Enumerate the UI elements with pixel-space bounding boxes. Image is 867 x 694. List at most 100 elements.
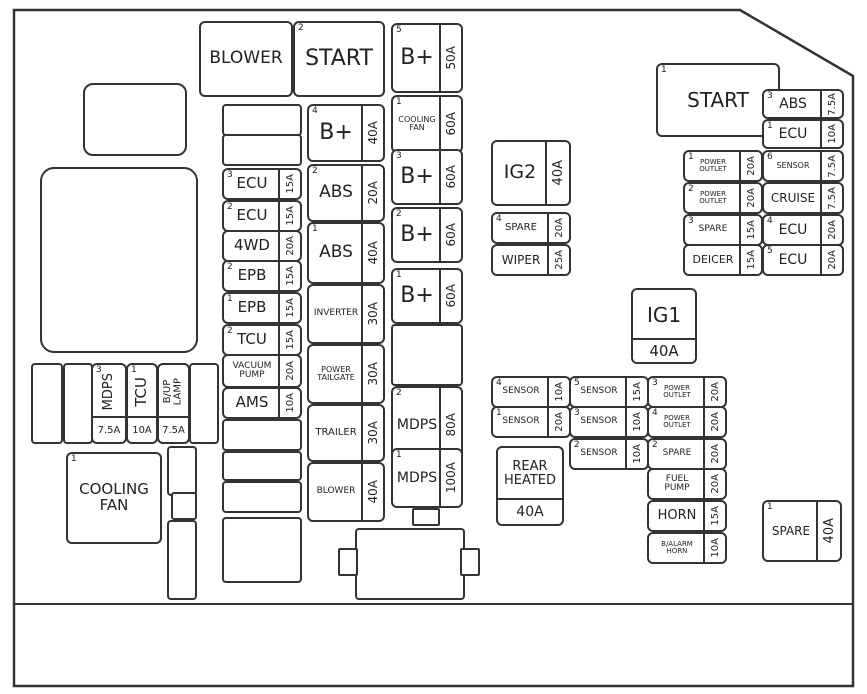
fuse-rating-text: 40A [821,518,837,544]
fuse-label-text: ECU [778,221,808,238]
fuse-rating: 80A [439,388,461,462]
empty-slot [167,520,197,600]
fuse-rating-text: 10A [132,424,152,436]
fuse-rating-text: 7.5A [97,424,121,436]
fuse-label-text: MDPS [101,372,117,411]
fuse-label: SENSOR [571,440,627,468]
fuse-label: ECU [764,121,822,147]
fuse-rating: 7.5A [820,91,842,117]
fuse-rating: 60A [439,97,461,151]
fuse-label-text: POWER TAILGATE [317,364,355,382]
slot-number: 1 [396,450,402,460]
fuse-rating: 7.5A [820,152,842,180]
fuse-label-text: VACUUM PUMP [232,360,272,380]
fuse-label-text: POWER OUTLET [663,383,691,399]
empty-slot [222,419,302,451]
slot-number: 4 [496,378,502,388]
empty-slot [355,528,465,600]
fuse-label-text: START [687,87,749,112]
fuse-rating: 7.5A [93,416,125,442]
fuse-rating: 15A [625,378,647,406]
fuse-rating-text: 10A [631,412,643,432]
fuse-label: AMS [224,389,280,417]
fuse-rating-text: 20A [284,361,296,381]
fuse-rating-text: 7.5A [162,424,185,436]
fuse-rating: 30A [361,346,383,402]
slot-number: 1 [767,502,773,512]
fuse-label-text: SPARE [771,523,811,538]
fuse-label-text: SENSOR [502,416,540,427]
fuse-label-text: WIPER [501,252,541,267]
fuse-label: B+ [393,270,441,322]
fuse-label: COOLING FAN [68,454,160,542]
fuse-rating: 15A [278,170,300,198]
fuse-label: SENSOR [571,408,627,436]
fuse-label: SENSOR [493,408,549,436]
fuse-rating-text: 20A [826,220,838,240]
empty-slot [391,324,463,386]
fuse-rating: 20A [703,440,725,468]
fuse-label: ABS [764,91,822,117]
fuse-label-text: SENSOR [580,448,618,459]
fuse-label-text: HORN [657,508,697,524]
fuse-rating-text: 7.5A [826,92,838,116]
slot-number: 4 [496,214,502,224]
fuse-rating: 60A [439,270,461,322]
empty-slot [412,508,440,526]
fuse-label: MDPS [393,388,441,462]
fuse-rating: 25A [547,246,569,274]
fuse-rating-text: 20A [709,474,721,494]
fuse-label-text: START [305,46,373,72]
fuse-label-text: SPARE [662,448,692,459]
slot-number: 3 [652,378,658,388]
slot-number: 1 [767,121,773,131]
fuse-label-text: POWER OUTLET [699,189,727,205]
fuse-label-text: SENSOR [502,386,540,397]
fuse-label-text: DEICER [692,253,734,267]
slot-number: 1 [396,97,402,107]
slot-number: 2 [298,23,304,33]
fuse-label-text: POWER OUTLET [663,413,691,429]
slot-number: 1 [496,408,502,418]
fuse-label-text: ECU [778,251,808,268]
fuse-label-text: SENSOR [776,160,810,170]
fuse-label: SPARE [764,502,818,560]
fuse-rating: 15A [703,502,725,530]
fuse-rating: 20A [739,152,761,180]
slot-number: 1 [227,294,233,304]
fuse-rating: 40A [498,498,562,524]
fuse-label: SENSOR [493,378,549,406]
fuse-rating: 10A [547,378,569,406]
fuse-rating-text: 10A [553,382,565,402]
fuse-label-text: ABS [779,95,807,112]
fuse-rating: 20A [703,408,725,436]
fuse-label: POWER OUTLET [649,378,705,406]
slot-number: 5 [767,246,773,256]
fuse-label-text: COOLING FAN [79,480,149,514]
fuse-label: ECU [764,216,822,244]
slot-number: 5 [574,378,580,388]
fuse-label: BLOWER [201,23,291,95]
fuse-rating-text: 15A [284,206,296,226]
empty-slot [31,363,63,444]
fuse-label: ABS [309,166,363,220]
fuse-label: ECU [224,170,280,198]
slot-number: 3 [96,365,102,375]
fuse-rating-text: 20A [709,382,721,402]
fuse-rating-text: 15A [631,382,643,402]
fuse-rating: 50A [439,25,461,91]
